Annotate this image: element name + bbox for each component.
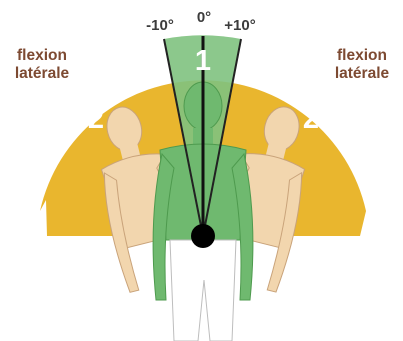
zone-label-left: 2	[88, 103, 104, 135]
zone-label-right: 2	[303, 103, 319, 135]
pivot-point-icon	[191, 224, 215, 248]
right-side-label-line1: flexion	[337, 47, 387, 64]
left-side-label-line1: flexion	[17, 47, 67, 64]
angle-label-minus-10: -10°	[146, 17, 174, 34]
left-side-label-line2: latérale	[15, 65, 70, 82]
angle-label-0: 0°	[197, 9, 211, 26]
zone-label-central: 1	[195, 45, 211, 77]
angle-label-plus-10: +10°	[224, 17, 255, 34]
right-side-label-line2: latérale	[335, 65, 390, 82]
